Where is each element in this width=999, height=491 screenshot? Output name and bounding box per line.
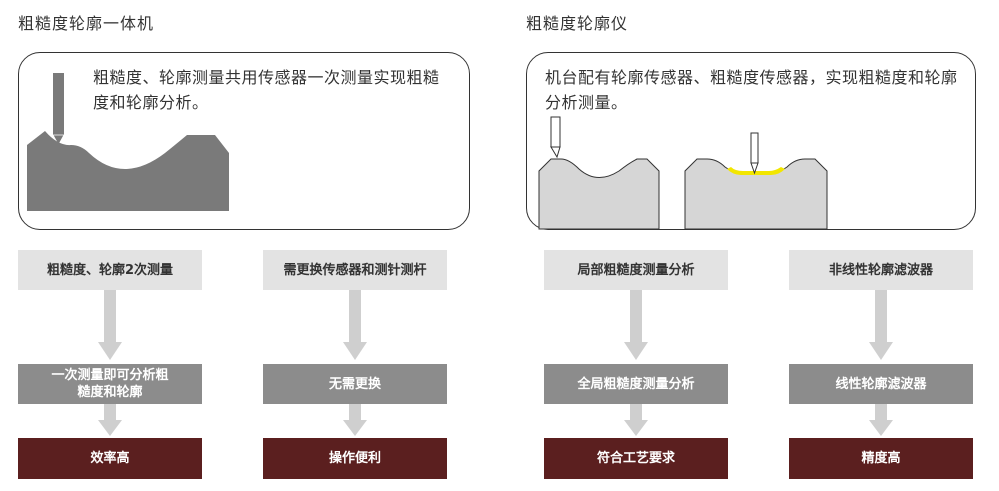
flow-middle-box: 一次测量即可分析粗糙度和轮廓 bbox=[18, 364, 202, 404]
left-column-2: 需更换传感器和测针测杆 无需更换 操作便利 bbox=[263, 250, 447, 480]
flow-top-box: 粗糙度、轮廓2次测量 bbox=[18, 250, 202, 290]
down-arrow-icon bbox=[869, 290, 893, 360]
flow-top-box: 非线性轮廓滤波器 bbox=[789, 250, 973, 290]
flow-top-box: 局部粗糙度测量分析 bbox=[544, 250, 728, 290]
right-description-box: 机台配有轮廓传感器、粗糙度传感器，实现粗糙度和轮廓分析测量。 bbox=[526, 52, 976, 230]
flow-result-box: 符合工艺要求 bbox=[544, 438, 728, 479]
flow-middle-box: 全局粗糙度测量分析 bbox=[544, 364, 728, 404]
left-column-1: 粗糙度、轮廓2次测量 一次测量即可分析粗糙度和轮廓 效率高 bbox=[18, 250, 202, 480]
flow-middle-box: 无需更换 bbox=[263, 364, 447, 404]
dual-sensor-illustration bbox=[538, 116, 828, 230]
flow-result-box: 精度高 bbox=[789, 438, 973, 479]
down-arrow-icon bbox=[343, 404, 367, 436]
flow-result-box: 效率高 bbox=[18, 438, 202, 479]
down-arrow-icon bbox=[624, 404, 648, 436]
right-section-title: 粗糙度轮廓仪 bbox=[526, 14, 629, 33]
integrated-probe-illustration bbox=[27, 73, 229, 211]
right-column-1: 局部粗糙度测量分析 全局粗糙度测量分析 符合工艺要求 bbox=[544, 250, 728, 480]
left-description-text: 粗糙度、轮廓测量共用传感器一次测量实现粗糙度和轮廓分析。 bbox=[93, 68, 440, 112]
flow-middle-box: 线性轮廓滤波器 bbox=[789, 364, 973, 404]
right-description-text: 机台配有轮廓传感器、粗糙度传感器，实现粗糙度和轮廓分析测量。 bbox=[545, 68, 958, 112]
left-description-box: 粗糙度、轮廓测量共用传感器一次测量实现粗糙度和轮廓分析。 bbox=[18, 52, 470, 230]
left-section-title: 粗糙度轮廓一体机 bbox=[18, 14, 155, 33]
down-arrow-icon bbox=[98, 290, 122, 360]
down-arrow-icon bbox=[98, 404, 122, 436]
flow-top-box: 需更换传感器和测针测杆 bbox=[263, 250, 447, 290]
down-arrow-icon bbox=[624, 290, 648, 360]
flow-result-box: 操作便利 bbox=[263, 438, 447, 479]
down-arrow-icon bbox=[869, 404, 893, 436]
down-arrow-icon bbox=[343, 290, 367, 360]
right-column-2: 非线性轮廓滤波器 线性轮廓滤波器 精度高 bbox=[789, 250, 973, 480]
